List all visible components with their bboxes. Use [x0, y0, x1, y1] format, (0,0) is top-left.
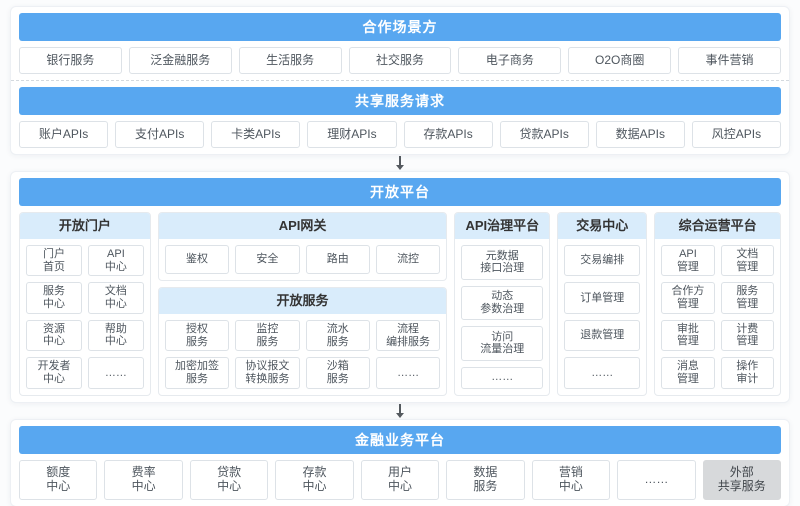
panel-open-services: 开放服务 授权 服务监控 服务流水 服务流程 编排服务加密加签 服务协议报文 转…: [157, 287, 448, 396]
scenario-box: O2O商圈: [568, 47, 672, 74]
trade-center-title: 交易中心: [558, 213, 647, 239]
api-governance-box: ……: [461, 366, 544, 389]
shared-request-header: 共享服务请求: [19, 87, 781, 115]
finance-box: 营销 中心: [531, 459, 611, 500]
operation-platform-box: 操作 审计: [720, 357, 774, 389]
api-gateway-box: 路由: [305, 245, 370, 274]
open-services-box: 加密加签 服务: [164, 357, 230, 389]
open-portal-box: ……: [87, 357, 144, 389]
shared-api-box: 理财APIs: [307, 121, 397, 148]
operation-platform-box: 审批 管理: [661, 319, 715, 352]
operation-platform-box: 计费 管理: [720, 319, 774, 352]
arrow-gap-bottom: [10, 403, 790, 419]
trade-center-box: 退款管理: [564, 319, 641, 352]
scenario-box: 银行服务: [19, 47, 122, 74]
scenario-box: 事件营销: [678, 47, 781, 74]
panel-operation-platform: 综合运营平台 API 管理文档 管理合作方 管理服务 管理审批 管理计费 管理消…: [654, 212, 781, 396]
open-services-box: 流水 服务: [305, 320, 370, 352]
open-services-box: 监控 服务: [235, 320, 300, 352]
open-services-box: ……: [375, 357, 441, 389]
finance-box: 贷款 中心: [189, 459, 269, 500]
shared-api-box: 账户APIs: [19, 121, 109, 148]
shared-api-box: 数据APIs: [595, 121, 685, 148]
scenario-box: 生活服务: [238, 47, 342, 74]
scenario-box: 社交服务: [348, 47, 452, 74]
api-governance-box: 动态 参数治理: [461, 285, 544, 321]
shared-api-box: 存款APIs: [403, 121, 493, 148]
panel-api-gateway: API网关 鉴权安全路由流控: [157, 212, 448, 281]
api-gateway-title: API网关: [158, 213, 447, 239]
finance-platform-card: 金融业务平台 额度 中心费率 中心贷款 中心存款 中心用户 中心数据 服务营销 …: [10, 418, 790, 506]
open-services-box: 沙箱 服务: [305, 357, 370, 389]
shared-api-box: 支付APIs: [115, 121, 205, 148]
shared-api-box: 贷款APIs: [499, 121, 589, 148]
api-gateway-box: 鉴权: [164, 245, 230, 274]
open-services-box: 协议报文 转换服务: [235, 357, 300, 389]
open-services-box: 授权 服务: [164, 320, 230, 352]
api-gateway-body: 鉴权安全路由流控: [159, 239, 446, 280]
operation-platform-box: API 管理: [661, 245, 715, 277]
api-governance-box: 元数据 接口治理: [461, 245, 544, 280]
finance-box: 用户 中心: [360, 459, 440, 500]
scenario-header: 合作场景方: [19, 13, 781, 41]
trade-center-box: 交易编排: [564, 245, 641, 277]
down-arrow-icon: [396, 403, 404, 418]
operation-platform-body: API 管理文档 管理合作方 管理服务 管理审批 管理计费 管理消息 管理操作 …: [655, 239, 780, 395]
finance-box: 额度 中心: [19, 459, 98, 500]
finance-box: 费率 中心: [104, 459, 183, 500]
operation-platform-box: 服务 管理: [720, 282, 774, 314]
trade-center-box: 订单管理: [564, 282, 641, 314]
operation-platform-box: 消息 管理: [661, 357, 715, 389]
scenario-box: 电子商务: [458, 47, 562, 74]
operation-platform-title: 综合运营平台: [655, 213, 780, 239]
open-platform-header: 开放平台: [19, 178, 781, 206]
open-portal-box: 资源 中心: [26, 319, 82, 352]
operation-platform-box: 合作方 管理: [661, 282, 715, 314]
finance-box: 外部 共享服务: [702, 459, 781, 500]
shared-api-box: 风控APIs: [691, 121, 781, 148]
finance-box: ……: [617, 459, 696, 500]
scenario-box: 泛金融服务: [128, 47, 232, 74]
api-gateway-box: 安全: [235, 245, 300, 274]
down-arrow-icon: [396, 156, 404, 170]
finance-box: 存款 中心: [275, 459, 354, 500]
finance-box-row: 额度 中心费率 中心贷款 中心存款 中心用户 中心数据 服务营销 中心……外部 …: [19, 459, 781, 500]
api-governance-body: 元数据 接口治理动态 参数治理访问 流量治理 ……: [455, 239, 549, 395]
open-services-box: 流程 编排服务: [375, 320, 441, 352]
dashed-divider: [11, 80, 789, 81]
open-portal-box: API 中心: [87, 245, 144, 277]
trade-center-box: ……: [564, 357, 641, 389]
panel-trade-center: 交易中心 交易编排订单管理退款管理 ……: [557, 212, 648, 396]
open-portal-box: 服务 中心: [26, 282, 82, 314]
api-governance-title: API治理平台: [455, 213, 550, 239]
trade-center-body: 交易编排订单管理退款管理 ……: [558, 239, 646, 395]
operation-platform-box: 文档 管理: [720, 245, 774, 277]
open-services-title: 开放服务: [158, 288, 447, 314]
shared-api-box: 卡类APIs: [211, 121, 301, 148]
api-gateway-box: 流控: [375, 245, 441, 274]
api-gateway-column: API网关 鉴权安全路由流控 开放服务 授权 服务监控 服务流水 服务流程 编排…: [157, 212, 448, 396]
finance-box: 数据 服务: [446, 459, 525, 500]
open-portal-title: 开放门户: [20, 213, 150, 239]
open-portal-box: 文档 中心: [87, 282, 144, 314]
open-portal-box: 开发者 中心: [26, 357, 82, 389]
arrow-gap-top: [10, 155, 790, 171]
finance-platform-header: 金融业务平台: [19, 425, 781, 454]
api-governance-box: 访问 流量治理: [461, 326, 544, 361]
panel-api-governance: API治理平台 元数据 接口治理动态 参数治理访问 流量治理 ……: [454, 212, 551, 396]
open-portal-box: 帮助 中心: [87, 319, 144, 352]
open-services-body: 授权 服务监控 服务流水 服务流程 编排服务加密加签 服务协议报文 转换服务沙箱…: [159, 314, 446, 395]
open-portal-box: 门户 首页: [26, 245, 82, 277]
